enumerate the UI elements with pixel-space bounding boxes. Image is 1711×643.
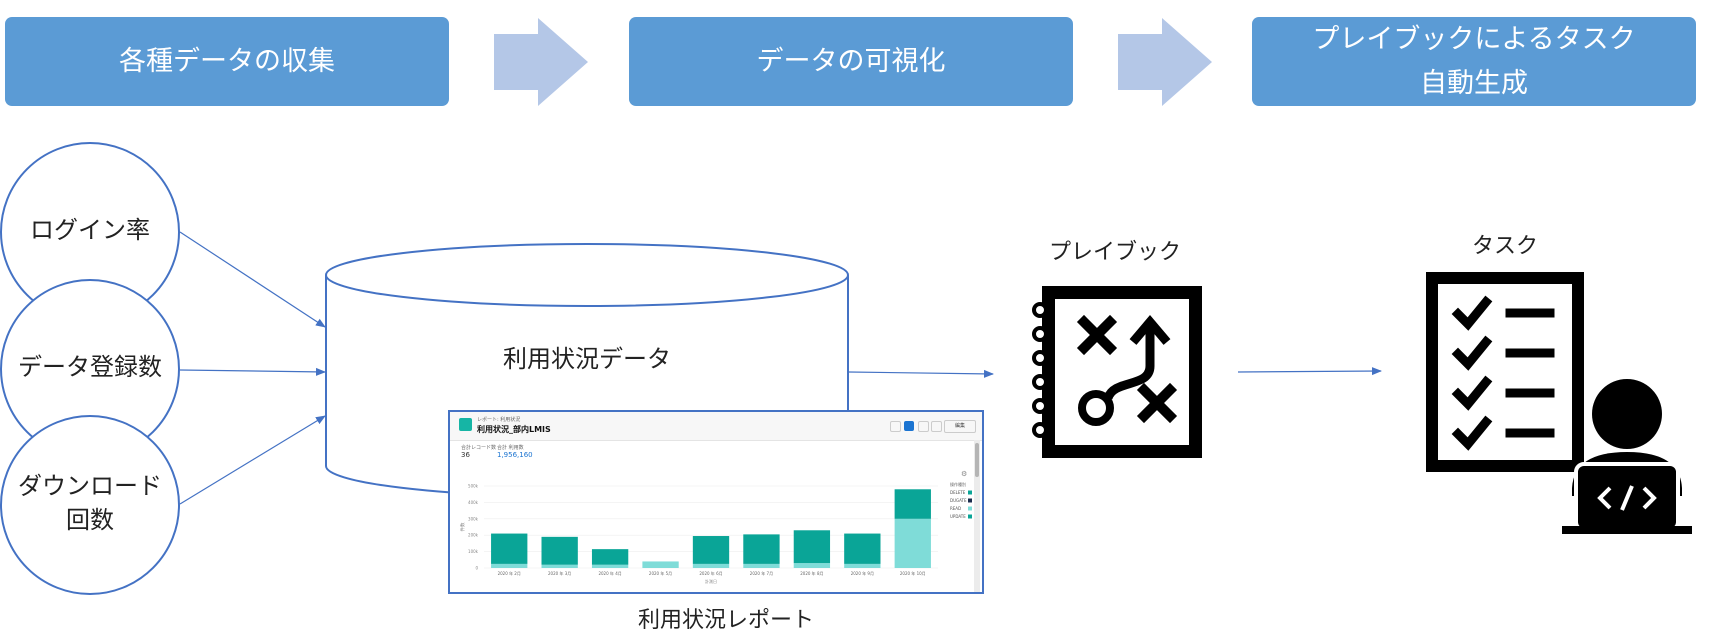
y-tick-label: 400k <box>468 500 479 505</box>
stage-arrow-1 <box>494 18 588 106</box>
y-tick-label: 200k <box>468 533 479 538</box>
stage-collect-label: 各種データの収集 <box>119 45 335 77</box>
stage-visualize: データの可視化 <box>629 17 1073 106</box>
bar-read <box>491 563 528 568</box>
bar-update <box>894 489 931 519</box>
report-title: 利用状況_部内LMIS <box>477 425 551 434</box>
report-dropdown-button[interactable] <box>918 421 929 432</box>
source-label-register: データ登録数 <box>18 353 162 381</box>
bar-update <box>591 549 629 565</box>
arrow-download-to-db <box>179 415 326 505</box>
stage-collect: 各種データの収集 <box>5 17 449 106</box>
arrow-playbook-to-task <box>1237 367 1382 376</box>
bar-update <box>491 533 528 564</box>
bar-read <box>844 563 881 568</box>
x-tick-label: 2020 年 5月 <box>649 570 672 576</box>
playbook-label: プレイブック <box>1048 240 1181 265</box>
bar-read <box>692 563 730 568</box>
bar-read <box>793 563 831 568</box>
report-edit-button-label: 編集 <box>954 423 965 429</box>
database-label: 利用状況データ <box>503 345 671 373</box>
source-label-download-1: ダウンロード <box>18 472 162 500</box>
bar-read <box>743 563 780 568</box>
stage-task-generation-label-1: プレイブックによるタスク <box>1312 23 1636 55</box>
legend-swatch <box>968 490 972 495</box>
bar-read <box>894 518 931 568</box>
y-tick-label: 300k <box>468 516 479 521</box>
bar-update <box>692 536 730 564</box>
report-scrollbar[interactable] <box>974 440 980 592</box>
source-label-login: ログイン率 <box>30 216 150 244</box>
report-settings-icon[interactable]: ⚙ <box>961 470 968 478</box>
arrow-login-to-db <box>179 231 326 328</box>
legend-label: UPDATE <box>950 514 966 519</box>
arrow-register-to-db <box>179 367 326 376</box>
task-checklist-icon <box>1426 272 1584 472</box>
x-tick-label: 2020 年 2月 <box>498 570 521 576</box>
y-axis-title: 件数 <box>459 522 466 531</box>
legend-swatch <box>968 506 972 511</box>
source-label-download: ダウンロード 回数 <box>0 469 180 537</box>
y-tick-label: 0 <box>475 566 478 571</box>
report-chart: 0 100k 200k 300k 400k 500k 件数 2020 年 2月 2020 年 3… <box>459 481 972 584</box>
y-tick-label: 500k <box>468 484 479 489</box>
report-stat1-label: 合計レコード数 <box>461 445 497 451</box>
stage-arrow-2 <box>1118 18 1212 106</box>
report-edit-button[interactable]: 編集 <box>944 420 976 433</box>
source-label-download-2: 回数 <box>66 506 114 534</box>
report-filter-button[interactable] <box>904 421 914 431</box>
legend-swatch <box>968 514 972 519</box>
bar-read <box>642 561 679 568</box>
bar-read <box>591 564 629 568</box>
bar-update <box>743 534 780 564</box>
legend-label: READ <box>950 506 961 511</box>
stage-visualize-label: データの可視化 <box>756 45 946 77</box>
bar-update <box>793 530 831 564</box>
report-breadcrumb: レポート: 利用状況 <box>477 417 521 423</box>
bar-update <box>844 533 881 564</box>
x-tick-label: 2020 年 10月 <box>900 570 926 576</box>
y-tick-label: 100k <box>468 549 479 554</box>
report-stat2-value: 1,956,160 <box>497 451 533 459</box>
arrow-db-to-playbook <box>848 369 994 378</box>
legend-title: 操作種別 <box>950 481 966 487</box>
legend-swatch <box>968 498 972 503</box>
x-axis-title: 計測日 <box>705 578 717 584</box>
report-scrollbar-thumb[interactable] <box>975 443 979 477</box>
legend-label: DELETE <box>950 490 966 495</box>
developer-person-icon <box>1562 379 1692 534</box>
x-tick-label: 2020 年 6月 <box>699 570 722 576</box>
playbook-icon <box>1032 286 1202 458</box>
bar-update <box>541 536 578 565</box>
report-stat2-label: 合計 利用数 <box>497 445 524 451</box>
report-thumbnail: レポート: 利用状況 利用状況_部内LMIS 編集 合計レコード数 36 合計 … <box>448 410 984 594</box>
bar-read <box>541 564 578 568</box>
report-app-icon <box>459 418 472 431</box>
report-stat1-value: 36 <box>461 451 470 459</box>
report-caption: 利用状況レポート <box>637 608 814 633</box>
task-label: タスク <box>1471 234 1538 259</box>
x-tick-label: 2020 年 9月 <box>851 570 874 576</box>
stage-task-generation: プレイブックによるタスク 自動生成 <box>1252 17 1696 106</box>
report-search-button[interactable] <box>890 421 901 432</box>
report-header: レポート: 利用状況 利用状況_部内LMIS 編集 <box>450 412 982 441</box>
x-tick-label: 2020 年 8月 <box>800 570 823 576</box>
stage-task-generation-label-2: 自動生成 <box>1420 67 1528 99</box>
x-tick-label: 2020 年 7月 <box>750 570 773 576</box>
x-tick-label: 2020 年 3月 <box>548 570 571 576</box>
source-circle-download <box>0 415 180 595</box>
legend-label: DUGATE <box>950 498 967 503</box>
x-tick-label: 2020 年 4月 <box>598 570 621 576</box>
report-refresh-button[interactable] <box>931 421 942 432</box>
